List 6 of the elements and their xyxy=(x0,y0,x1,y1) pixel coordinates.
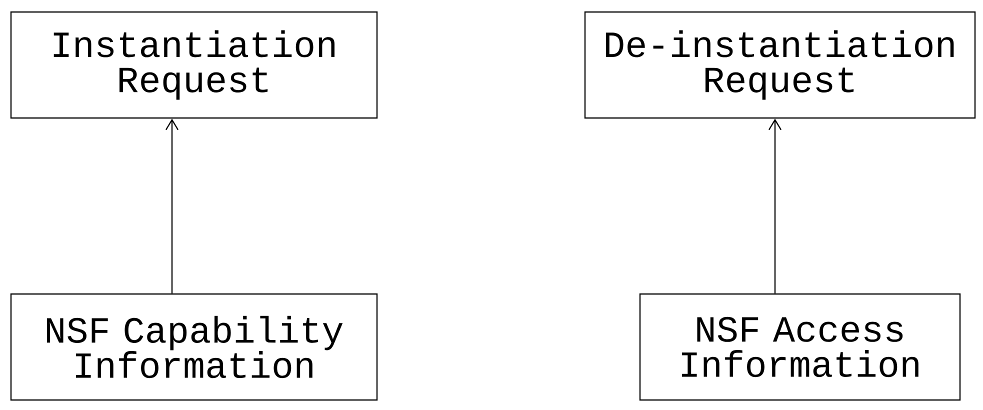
text-box: NSF Access Information xyxy=(639,293,961,401)
arrow xyxy=(166,118,179,294)
text-box: NSF Capability Information xyxy=(10,293,378,401)
text-box: De-instantiation Request xyxy=(584,11,976,119)
arrow xyxy=(768,118,782,294)
text-box: Instantiation Request xyxy=(10,11,378,119)
